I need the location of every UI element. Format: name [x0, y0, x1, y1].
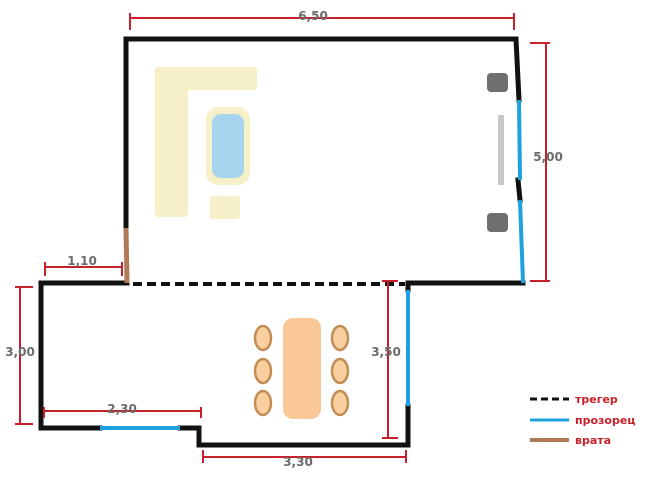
- dining-table: [283, 318, 321, 419]
- legend-door-label: врата: [575, 434, 611, 447]
- chair: [330, 357, 350, 385]
- wall-right-mid: [515, 177, 523, 203]
- legend-beam-label: трегер: [575, 393, 618, 406]
- dining-chairs: [253, 324, 350, 417]
- chair: [253, 357, 273, 385]
- appliance-top: [487, 73, 508, 92]
- door: [123, 227, 130, 284]
- window-right-lower: [518, 199, 525, 284]
- dim-top-label: 6,50: [298, 9, 328, 23]
- sink-basin: [212, 114, 244, 178]
- walls: [38, 36, 526, 448]
- wall-left-lower: [38, 280, 130, 431]
- kitchen-island: [206, 107, 250, 185]
- chair: [330, 389, 350, 417]
- wall-bottom: [177, 425, 411, 448]
- legend-window-label: прозорец: [575, 414, 635, 427]
- chair: [330, 324, 350, 352]
- dim-bottom-left-label: 2,30: [107, 402, 137, 416]
- wall-mid-right: [405, 280, 526, 293]
- appliance-bottom: [487, 213, 508, 232]
- dim-middle-label: 3,50: [371, 345, 401, 359]
- chair: [253, 324, 273, 352]
- kitchen-counter: [155, 67, 257, 217]
- counter-side-section: [155, 67, 188, 217]
- window-right-upper: [517, 99, 522, 181]
- shelf-bar: [498, 115, 504, 185]
- dim-right-label: 5,00: [533, 150, 563, 164]
- dim-offset-label: 1,10: [67, 254, 97, 268]
- legend: трегер прозорец врата: [530, 393, 635, 447]
- dim-bottom-right-label: 3,30: [283, 455, 313, 469]
- chair: [253, 389, 273, 417]
- wall-upper: [123, 36, 522, 231]
- small-cabinet: [210, 196, 240, 219]
- dimension-lines: [15, 13, 550, 463]
- dim-lower-label: 3,00: [5, 345, 35, 359]
